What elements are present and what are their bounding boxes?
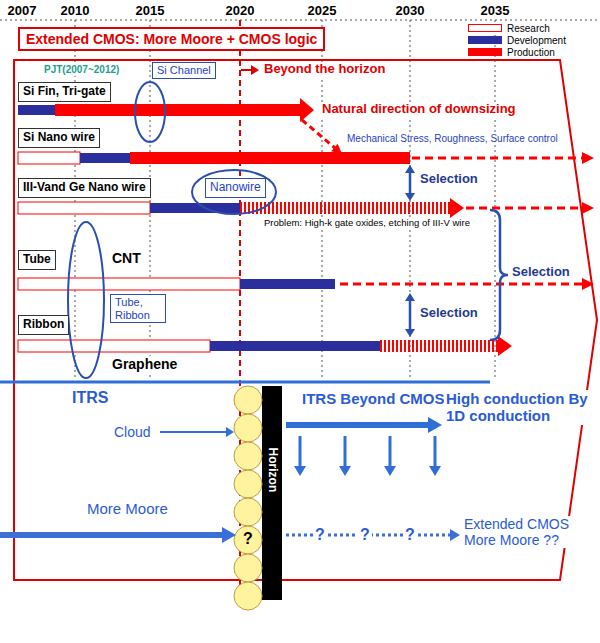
- problem-note: Problem: High-k gate oxides, etching of …: [262, 218, 472, 229]
- box-text: Si Nano wire: [23, 131, 95, 145]
- question-mark: ?: [241, 530, 255, 548]
- roadmap-label: More Moore: [85, 500, 170, 517]
- technology-box: Si Fin, Tri-gate: [18, 82, 111, 102]
- question-mark: ?: [358, 526, 372, 544]
- group-box: Nanowire: [205, 178, 266, 198]
- technology-box: Tube: [18, 250, 56, 270]
- selection-label: Selection: [418, 172, 480, 187]
- box-text: III-Vand Ge Nano wire: [23, 181, 146, 195]
- legend-text: Research: [507, 23, 550, 34]
- legend-row: Production: [468, 46, 566, 58]
- legend-swatch: [468, 36, 502, 44]
- box-text: Ribbon: [23, 318, 64, 332]
- title-box: Extended CMOS: More Moore + CMOS logic: [18, 27, 325, 51]
- group-box: Tube, Ribbon: [110, 294, 166, 323]
- horizon-note: Beyond the horizon: [262, 62, 387, 77]
- year-label: 2025: [306, 4, 339, 19]
- year-label: 2010: [59, 4, 92, 19]
- project-label: PJT(2007~2012): [42, 64, 121, 76]
- year-label: 2030: [394, 4, 427, 19]
- technology-box: III-Vand Ge Nano wire: [18, 178, 151, 198]
- conduction-note: High conduction By 1D conduction: [444, 390, 596, 425]
- question-mark: ?: [403, 526, 417, 544]
- box-text: Nanowire: [210, 181, 261, 195]
- year-label: 2035: [479, 4, 512, 19]
- year-label: 2015: [134, 4, 167, 19]
- box-text: Si Channel: [157, 64, 211, 77]
- material-label: CNT: [110, 250, 143, 266]
- issue-note: Mechanical Stress, Roughness, Surface co…: [345, 133, 560, 145]
- technology-box: Si Nano wire: [18, 128, 100, 148]
- box-text: Tube, Ribbon: [115, 296, 161, 321]
- outlook-note: Extended CMOS More Moore ??: [462, 516, 596, 548]
- material-label: Graphene: [110, 356, 179, 372]
- technology-box: Ribbon: [18, 315, 69, 335]
- legend: ResearchDevelopmentProduction: [468, 22, 566, 58]
- year-label: 2020: [224, 4, 257, 19]
- trend-note: Natural direction of downsizing: [320, 102, 518, 117]
- legend-swatch: [468, 24, 502, 32]
- box-text: Tube: [23, 253, 51, 267]
- legend-swatch: [468, 48, 502, 56]
- year-label: 2007: [6, 4, 39, 19]
- group-box: Si Channel: [152, 62, 216, 79]
- legend-row: Development: [468, 34, 566, 46]
- roadmap-label: ITRS Beyond CMOS: [300, 390, 447, 407]
- legend-row: Research: [468, 22, 566, 34]
- legend-text: Development: [507, 35, 566, 46]
- cloud-label: Cloud: [112, 424, 153, 440]
- question-mark: ?: [313, 526, 327, 544]
- box-text: Si Fin, Tri-gate: [23, 85, 106, 99]
- box-text: Extended CMOS: More Moore + CMOS logic: [26, 31, 317, 47]
- roadmap-label: ITRS: [70, 389, 110, 407]
- selection-label: Selection: [510, 265, 572, 280]
- horizon-label: Horizon: [265, 446, 279, 495]
- legend-text: Production: [507, 47, 555, 58]
- selection-label: Selection: [418, 306, 480, 321]
